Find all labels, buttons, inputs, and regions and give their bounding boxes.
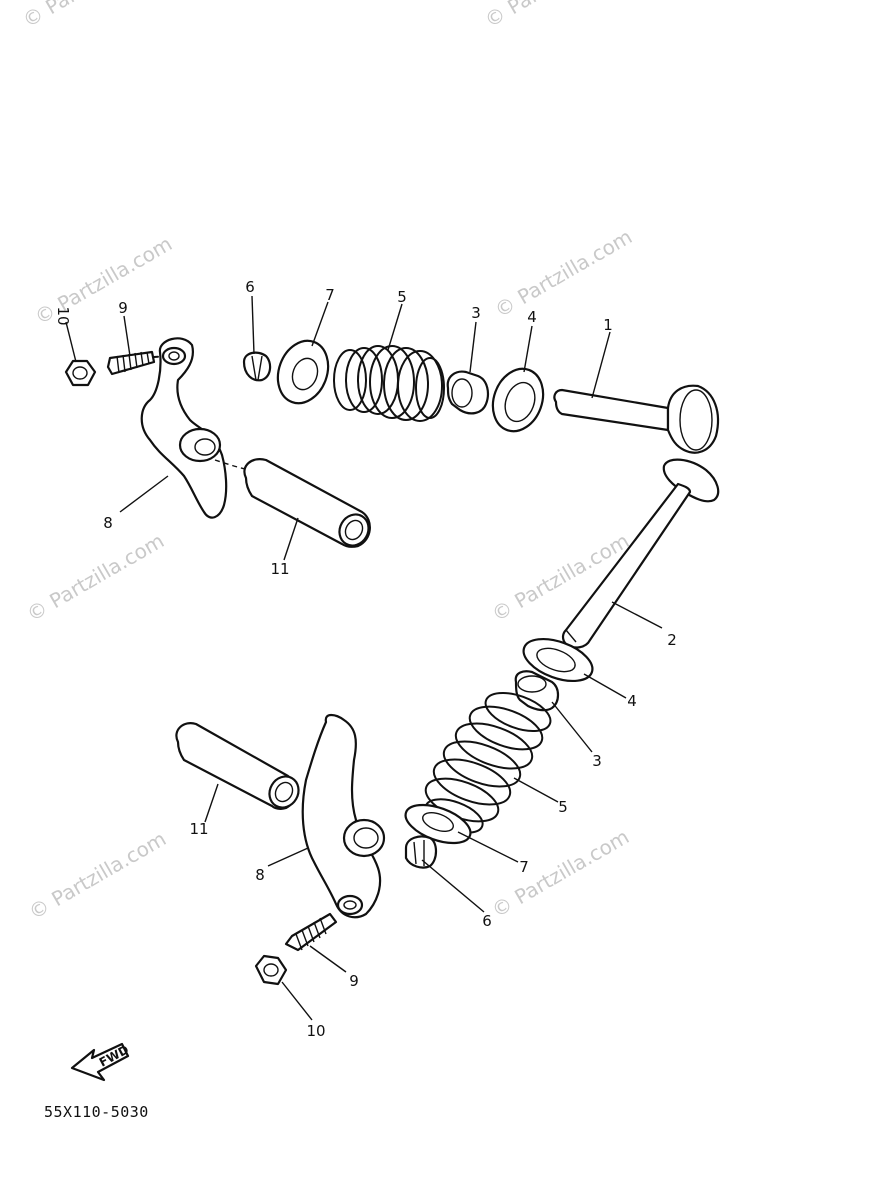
top-spring-part (333, 345, 445, 422)
watermark: © Partzilla.com (19, 0, 165, 32)
bottom-valve-part (561, 458, 720, 649)
callout-top-retainer: 7 (325, 286, 335, 304)
callout-bottom-valve: 2 (667, 631, 677, 649)
callout-top-spring-seat: 4 (527, 308, 537, 326)
watermark: © Partzilla.com (481, 0, 627, 32)
top-nut-part (64, 359, 97, 387)
callout-top-spring: 5 (397, 288, 407, 306)
callout-bottom-spring-seat: 4 (627, 692, 637, 710)
callout-top-shaft: 11 (270, 560, 289, 578)
top-rocker-arm-part (140, 337, 251, 519)
callout-top-cotter-seat: 3 (471, 304, 481, 322)
bottom-cotter-part (404, 835, 438, 869)
callout-bottom-shaft: 11 (189, 820, 208, 838)
callout-top-cotter: 6 (245, 278, 255, 296)
bottom-spring-seat-part (522, 637, 594, 683)
watermark: © Partzilla.com (31, 231, 177, 329)
bottom-rocker-arm-part (301, 713, 386, 919)
callout-top-adjuster: 9 (118, 299, 128, 317)
watermark: © Partzilla.com (25, 826, 171, 924)
top-spring-seat-part (491, 367, 545, 433)
callout-bottom-nut: 10 (306, 1022, 325, 1040)
callouts: 1 2 3 3 4 4 5 5 6 6 7 7 8 8 9 9 10 10 11… (54, 278, 677, 1040)
top-cotter-seat-part (446, 370, 489, 415)
bottom-nut-part (254, 954, 288, 986)
top-retainer-part (276, 339, 330, 405)
bottom-adjuster-part (284, 912, 338, 952)
callout-top-nut: 10 (54, 306, 72, 325)
callout-bottom-cotter-seat: 3 (592, 752, 602, 770)
top-shaft-part (243, 458, 371, 548)
callout-bottom-retainer: 7 (519, 858, 529, 876)
callout-top-rocker-arm: 8 (103, 514, 113, 532)
watermark: © Partzilla.com (491, 224, 637, 322)
bottom-shaft-part (175, 722, 300, 810)
leader-lines (65, 295, 663, 1021)
fwd-arrow-icon: FWD (70, 1043, 131, 1082)
watermark: © Partzilla.com (488, 824, 634, 922)
top-valve-part (553, 384, 720, 454)
watermark: © Partzilla.com (23, 528, 169, 626)
callout-bottom-cotter: 6 (482, 912, 492, 930)
callout-bottom-adjuster: 9 (349, 972, 359, 990)
callout-bottom-spring: 5 (558, 798, 568, 816)
bottom-cotter-seat-part (514, 670, 560, 712)
top-cotter-part (242, 351, 272, 382)
diagram-code: 55X110-5030 (44, 1103, 149, 1121)
callout-top-valve: 1 (603, 316, 613, 334)
callout-bottom-rocker-arm: 8 (255, 866, 265, 884)
